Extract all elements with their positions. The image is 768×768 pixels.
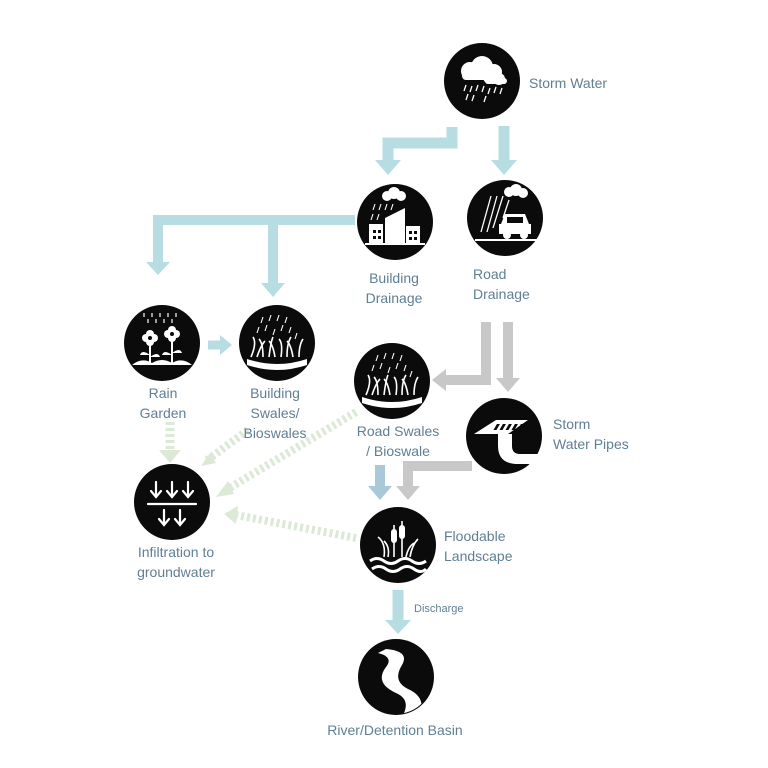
down-arrows-icon	[146, 480, 198, 527]
arrow-road-to-pipes	[496, 322, 520, 392]
grass-rain-icon	[362, 352, 422, 408]
dotted-arrow-road-swales-to-infiltration	[216, 408, 359, 497]
node-building-swales	[239, 305, 315, 381]
node-road-drainage	[467, 180, 543, 256]
label-line: Rain	[148, 385, 178, 401]
label-line: Storm Water	[529, 75, 608, 91]
label-storm-water: Storm Water	[529, 73, 607, 93]
label-line: Road	[473, 266, 507, 282]
arrow-road-to-road-swales	[432, 322, 491, 391]
flowers-icon	[132, 313, 192, 365]
grass-rain-icon	[247, 314, 307, 370]
label-line: Water Pipes	[553, 436, 629, 452]
label-line: groundwater	[137, 564, 215, 580]
label-building-swales: Building Swales/ Bioswales	[243, 383, 306, 443]
arrow-storm-to-building	[375, 127, 458, 175]
label-river: River/Detention Basin	[327, 720, 462, 740]
label-line: / Bioswale	[366, 443, 430, 459]
arrow-building-to-gardens	[146, 215, 355, 297]
rain-cloud-icon	[461, 56, 507, 103]
label-line: Bioswales	[243, 425, 307, 441]
arrows	[146, 126, 520, 634]
river-icon	[378, 649, 422, 713]
label-rain-garden: Rain Garden	[140, 383, 187, 423]
label-line: River/Detention Basin	[327, 722, 463, 738]
arrow-storm-to-road	[491, 126, 517, 175]
cattail-waves-icon	[369, 521, 428, 573]
label-line: Garden	[139, 405, 187, 421]
arrow-floodable-to-river	[385, 590, 411, 634]
node-river	[358, 639, 434, 715]
building-rain-icon	[365, 187, 425, 245]
node-road-swales	[354, 343, 430, 419]
label-line: Building	[250, 385, 300, 401]
arrow-raingarden-to-swales	[208, 335, 232, 355]
node-rain-garden	[124, 305, 200, 381]
pipe-icon	[474, 420, 542, 464]
label-road-drainage: Road Drainage	[473, 264, 530, 304]
label-line: Swales/	[250, 405, 300, 421]
label-line: Drainage	[365, 290, 423, 306]
node-floodable-landscape	[360, 507, 436, 583]
node-infiltration	[134, 464, 210, 540]
dotted-arrow-raingarden-to-infiltration	[159, 422, 181, 463]
label-line: Infiltration to	[137, 544, 215, 560]
label-line: Discharge	[414, 603, 464, 615]
label-line: Road Swales	[356, 423, 440, 439]
arrow-road-swales-to-floodable	[368, 465, 392, 500]
label-line: Floodable	[444, 528, 506, 544]
node-building-drainage	[357, 184, 433, 260]
label-road-swales: Road Swales / Bioswale	[357, 421, 440, 461]
node-storm-water-pipes	[466, 398, 542, 474]
label-line: Storm	[553, 416, 591, 432]
label-infiltration: Infiltration to groundwater	[137, 542, 215, 582]
label-building-drainage: Building Drainage	[366, 268, 423, 308]
dotted-arrow-floodable-to-infiltration	[224, 506, 357, 542]
label-storm-water-pipes: Storm Water Pipes	[553, 414, 629, 454]
node-storm-water	[444, 43, 520, 119]
label-discharge: Discharge	[414, 602, 464, 616]
arrow-pipes-to-floodable	[396, 461, 472, 500]
label-line: Landscape	[444, 548, 513, 564]
car-rain-icon	[475, 184, 537, 241]
dotted-arrow-building-swales-to-infiltration	[201, 426, 251, 466]
label-floodable-landscape: Floodable Landscape	[444, 526, 513, 566]
label-line: Drainage	[473, 286, 530, 302]
label-line: Building	[369, 270, 419, 286]
